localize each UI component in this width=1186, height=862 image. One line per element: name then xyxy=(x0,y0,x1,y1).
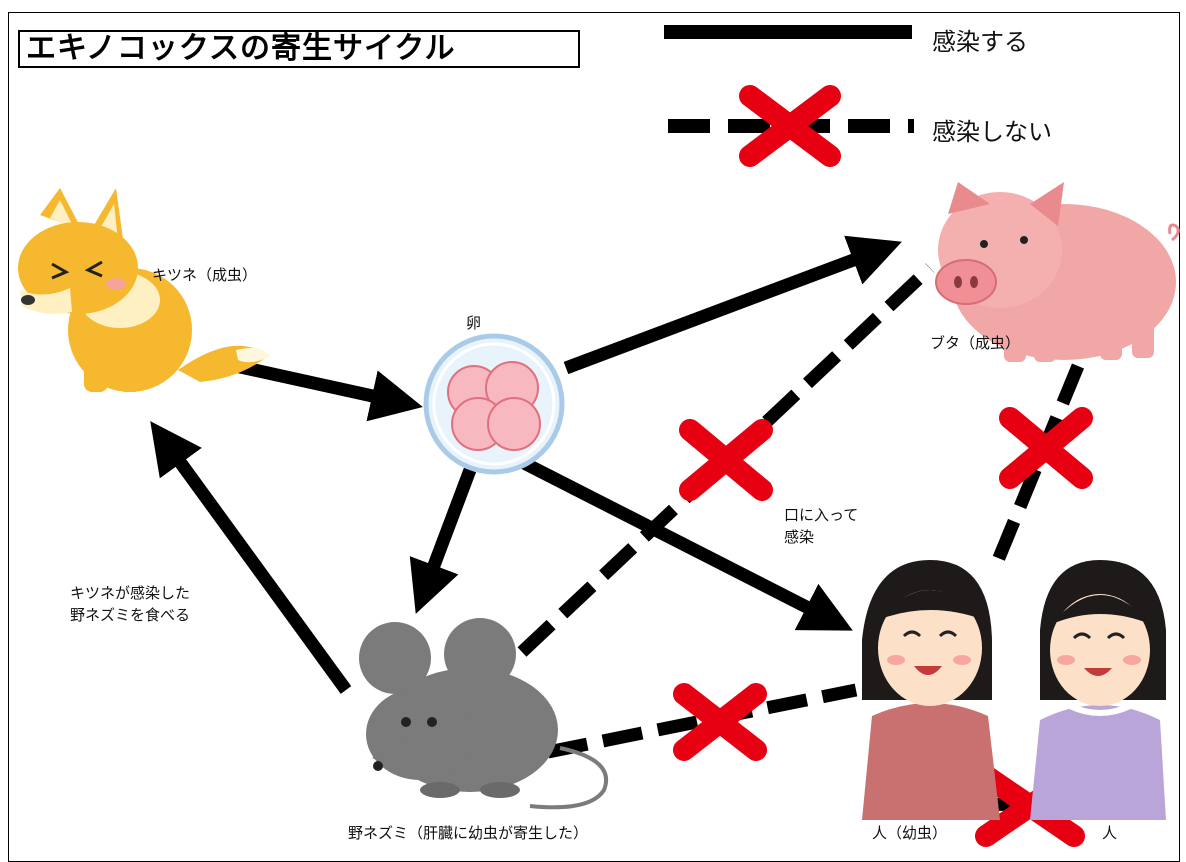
fox-label: キツネ（成虫） xyxy=(152,266,258,284)
cross-icon-pig-human xyxy=(999,407,1093,489)
legend-cross-icon xyxy=(739,85,841,167)
mouse-label: 野ネズミ（肝臓に幼虫が寄生した） xyxy=(348,824,589,842)
egg-illustration xyxy=(423,333,565,475)
human-larva-label: 人（幼虫） xyxy=(872,824,948,842)
diagram-title: エキノコックスの寄生サイクル xyxy=(18,30,580,68)
arrow-fox-to-egg xyxy=(234,359,423,422)
cross-icon-mouse-pig xyxy=(679,419,773,501)
annotation-mouth-line2: 感染 xyxy=(784,528,815,546)
annotation-mouth-line1: 口に入って xyxy=(784,506,859,524)
dash-mouse-to-human xyxy=(546,683,858,759)
fox-illustration xyxy=(18,188,270,392)
legend-infect-label: 感染する xyxy=(932,28,1028,56)
arrow-egg-to-human xyxy=(519,456,853,631)
pig-illustration xyxy=(935,182,1180,362)
pig-label: ブタ（成虫） xyxy=(930,334,1021,352)
arrow-egg-to-mouse xyxy=(409,467,477,614)
egg-label: 卵 xyxy=(466,314,482,332)
annotation-fox-eats-line1: キツネが感染した xyxy=(70,584,191,602)
human-larva-illustration xyxy=(862,560,1000,820)
annotation-fox-eats-line2: 野ネズミを食べる xyxy=(70,606,191,624)
human-illustration xyxy=(1030,560,1166,820)
mouse-illustration xyxy=(359,618,608,810)
cross-icon-mouse-human xyxy=(673,683,767,761)
legend-no-infect-label: 感染しない xyxy=(932,118,1052,146)
dash-pig-to-human xyxy=(987,363,1085,573)
arrow-egg-to-pig xyxy=(563,235,902,375)
arrow-mouse-to-fox xyxy=(150,421,352,694)
human-label: 人 xyxy=(1102,824,1118,842)
